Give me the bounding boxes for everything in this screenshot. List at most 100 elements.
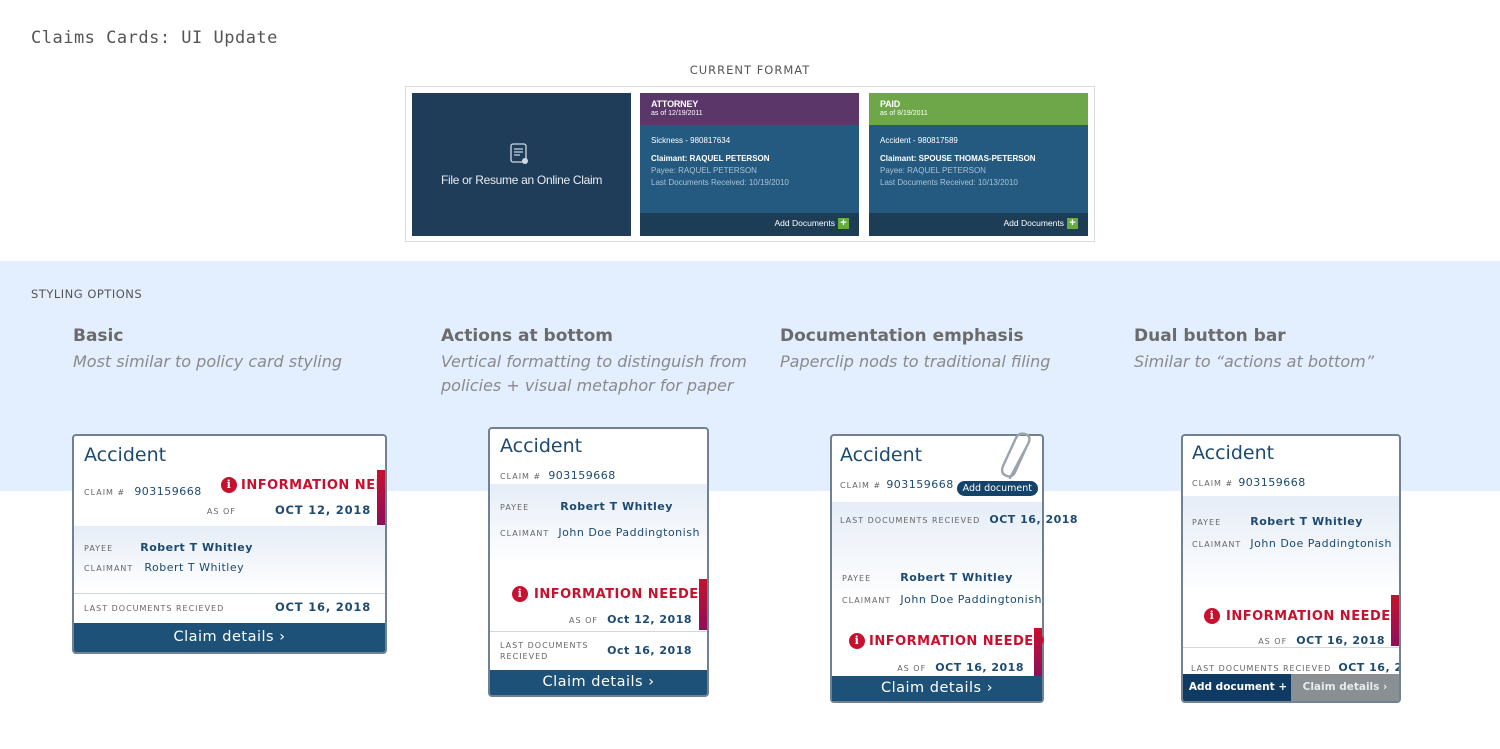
as-of-row: AS OF OCT 16, 2018 [1258, 629, 1385, 648]
claim-number-value: 903159668 [886, 478, 954, 491]
option-description: Most similar to policy card styling [73, 350, 342, 374]
old-card-status: PAID [880, 99, 901, 109]
add-documents-label: Add Documents [1003, 218, 1064, 228]
option-desc-line: Paperclip nods to traditional filing [780, 352, 1051, 371]
payee-value: Robert T Whitley [560, 500, 673, 513]
add-documents-button[interactable]: Add Documents+ [640, 213, 859, 236]
chevron-right-icon: › [279, 629, 286, 645]
last-docs-label: LAST DOCUMENTS RECIEVED [500, 640, 588, 662]
information-needed-text: INFORMATION NEEDED [534, 587, 709, 602]
claim-details-label: Claim details [880, 680, 982, 696]
parties-section [1183, 496, 1399, 596]
information-needed-alert[interactable]: i INFORMATION NEEDED [221, 477, 385, 493]
divider [74, 593, 385, 594]
old-card-payee: Payee: RAQUEL PETERSON [880, 166, 986, 175]
claim-details-label: Claim details [1302, 681, 1380, 693]
old-card-claimant: Claimant: RAQUEL PETERSON [651, 154, 770, 163]
information-needed-text: INFORMATION NEEDED [241, 478, 385, 493]
old-card-header: ATTORNEY as of 12/19/2011 [640, 93, 859, 125]
claim-details-button[interactable]: Claim details › [832, 676, 1042, 701]
claim-card-dual-bar: Accident CLAIM # 903159668 PAYEE Robert … [1181, 434, 1401, 703]
add-documents-label: Add Documents [774, 218, 835, 228]
old-card-payee: Payee: RAQUEL PETERSON [651, 166, 757, 175]
add-document-button[interactable]: Add document [956, 481, 1038, 496]
old-card-status: ATTORNEY [651, 99, 699, 109]
claimant-row: CLAIMANT John Doe Paddingtonish [842, 588, 1042, 607]
as-of-date: OCT 16, 2018 [1296, 634, 1385, 647]
page-title: Claims Cards: UI Update [31, 28, 278, 48]
option-description: Similar to “actions at bottom” [1134, 350, 1374, 374]
old-card-last-docs: Last Documents Received: 10/13/2010 [880, 178, 1018, 187]
old-card-type: Sickness - 980817634 [651, 136, 731, 145]
claim-number-label: CLAIM # [840, 481, 882, 490]
as-of-row: AS OF OCT 16, 2018 [897, 656, 1024, 675]
last-docs-date: Oct 16, 2018 [607, 644, 692, 657]
claimant-label: CLAIMANT [1192, 540, 1242, 549]
old-card-body: Accident - 980817589 Claimant: SPOUSE TH… [869, 125, 1088, 189]
claim-number: CLAIM # 903159668 [500, 464, 616, 483]
info-icon: i [221, 477, 237, 493]
old-card-header: PAID as of 8/19/2011 [869, 93, 1088, 125]
claim-details-button[interactable]: Claim details › [490, 670, 707, 695]
old-claim-card: PAID as of 8/19/2011 Accident - 98081758… [869, 93, 1088, 236]
claim-number-label: CLAIM # [1192, 479, 1234, 488]
chevron-right-icon: › [648, 674, 655, 690]
claim-details-button[interactable]: Claim details › [74, 623, 385, 652]
claimant-row: CLAIMANT John Doe Paddingtonish [1192, 532, 1392, 551]
information-needed-alert[interactable]: i INFORMATION NEEDED [849, 633, 1045, 649]
last-docs-label: LAST DOCUMENTS RECIEVED [1191, 664, 1332, 673]
claim-details-label: Claim details [173, 629, 275, 645]
claim-type-title: Accident [840, 444, 923, 466]
as-of-date: OCT 16, 2018 [935, 661, 1024, 674]
option-desc-line: policies + visual metaphor for paper [441, 376, 734, 395]
claim-type-title: Accident [500, 435, 583, 457]
info-icon: i [849, 633, 865, 649]
last-docs-date: OCT 16, 2018 [274, 600, 371, 614]
claimant-label: CLAIMANT [84, 564, 134, 573]
claim-details-button[interactable]: Claim details › [1291, 674, 1399, 701]
claim-type-title: Accident [1192, 442, 1275, 464]
as-of-row: AS OF OCT 12, 2018 [207, 499, 371, 518]
claim-number: CLAIM # 903159668 [840, 473, 954, 492]
old-card-claimant: Claimant: SPOUSE THOMAS-PETERSON [880, 154, 1036, 163]
paperclip-icon [1000, 432, 1031, 480]
as-of-row: AS OF Oct 12, 2018 [569, 608, 692, 627]
information-needed-text: INFORMATION NEEDED [1226, 609, 1401, 624]
alert-accent-bar [699, 579, 707, 630]
parties-section [74, 526, 385, 592]
divider [490, 631, 707, 632]
as-of-date: OCT 12, 2018 [274, 503, 371, 517]
option-desc-line: Vertical formatting to distinguish from [441, 352, 747, 371]
last-docs-date: OCT 16, 2018 [1338, 661, 1399, 674]
claim-card-actions-bottom: Accident CLAIM # 903159668 PAYEE Robert … [488, 427, 709, 697]
file-claim-tile[interactable]: File or Resume an Online Claim [412, 93, 631, 236]
claim-number-value: 903159668 [548, 469, 616, 482]
option-title: Documentation emphasis [780, 326, 1024, 346]
claimant-row: CLAIMANT John Doe Paddingtonish [500, 521, 700, 540]
payee-value: Robert T Whitley [140, 541, 253, 554]
claim-card-documentation: Accident CLAIM # 903159668 Add document … [830, 432, 1078, 703]
claim-number-value: 903159668 [1238, 476, 1306, 489]
document-icon [510, 143, 528, 164]
information-needed-text: INFORMATION NEEDED [869, 634, 1045, 649]
file-claim-text: File or Resume an Online Claim [440, 173, 603, 187]
claimant-row: CLAIMANT Robert T Whitley [84, 556, 244, 575]
option-title: Dual button bar [1134, 326, 1286, 346]
payee-label: PAYEE [500, 503, 530, 512]
add-documents-button[interactable]: Add Documents+ [869, 213, 1088, 236]
claimant-value: John Doe Paddingtonish [1250, 537, 1392, 550]
current-format-label: CURRENT FORMAT [689, 63, 811, 77]
claimant-label: CLAIMANT [500, 529, 550, 538]
claim-number-label: CLAIM # [500, 472, 542, 481]
option-title: Actions at bottom [441, 326, 614, 346]
chevron-right-icon: › [1383, 681, 1388, 693]
information-needed-alert[interactable]: i INFORMATION NEEDED [512, 586, 709, 602]
info-icon: i [512, 586, 528, 602]
as-of-label: AS OF [1258, 637, 1288, 646]
parties-section [490, 484, 707, 564]
old-card-body: Sickness - 980817634 Claimant: RAQUEL PE… [640, 125, 859, 189]
old-card-asof: as of 12/19/2011 [651, 110, 703, 117]
add-document-button[interactable]: Add document + [1183, 674, 1293, 701]
